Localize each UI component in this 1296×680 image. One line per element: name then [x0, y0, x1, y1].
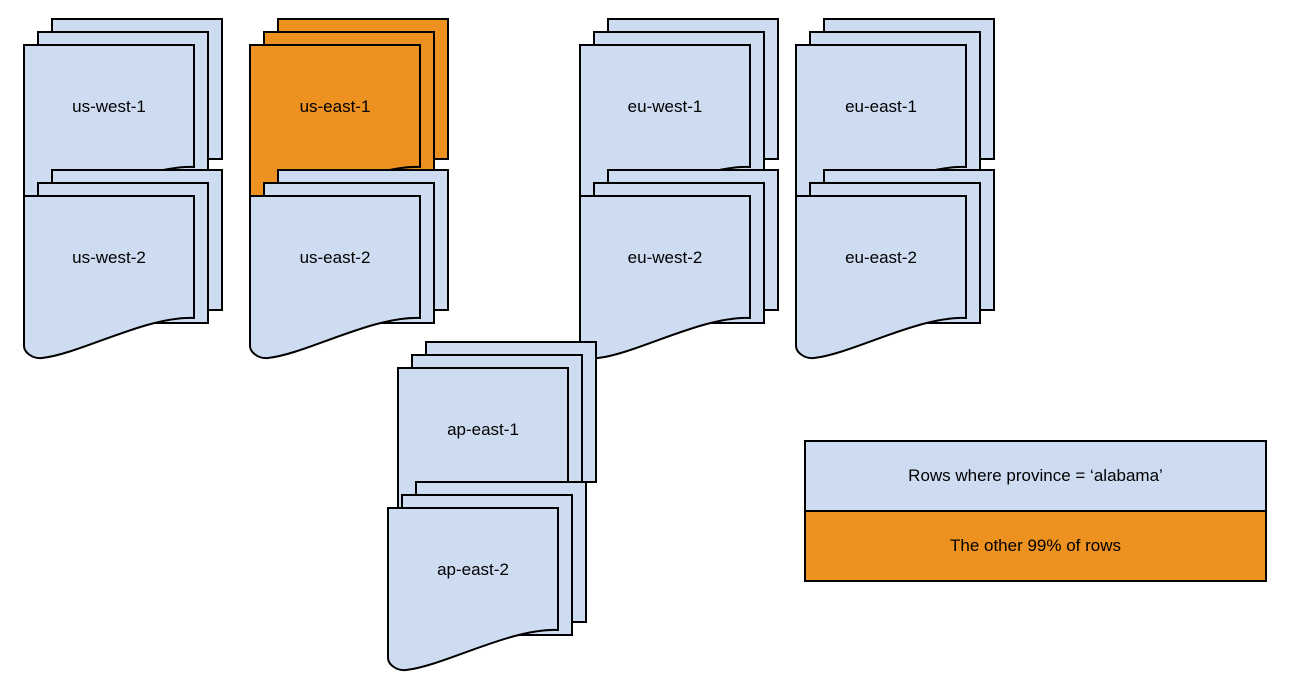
legend-label-normal: Rows where province = ‘alabama’ — [908, 466, 1163, 485]
region-stack-eu-east-2[interactable] — [795, 169, 995, 360]
stack-sheet-front — [795, 195, 967, 360]
legend-row-highlight: The other 99% of rows — [806, 512, 1265, 580]
stack-sheet-front — [249, 195, 421, 360]
region-stack-us-west-2[interactable] — [23, 169, 223, 360]
region-stack-eu-west-2[interactable] — [579, 169, 779, 360]
region-stack-eu-west-1[interactable] — [579, 18, 779, 209]
region-stack-eu-east-1[interactable] — [795, 18, 995, 209]
region-stack-us-east-1[interactable] — [249, 18, 449, 209]
stack-sheet-front — [387, 507, 559, 672]
stack-sheet-front — [23, 195, 195, 360]
region-stack-us-west-1[interactable] — [23, 18, 223, 209]
region-stack-ap-east-2[interactable] — [387, 481, 587, 672]
stack-sheet-front — [579, 195, 751, 360]
legend-row-normal: Rows where province = ‘alabama’ — [806, 442, 1265, 512]
legend-label-highlight: The other 99% of rows — [949, 536, 1122, 555]
region-stack-ap-east-1[interactable] — [397, 341, 597, 532]
region-stack-us-east-2[interactable] — [249, 169, 449, 360]
legend: Rows where province = ‘alabama’ The othe… — [804, 440, 1267, 582]
